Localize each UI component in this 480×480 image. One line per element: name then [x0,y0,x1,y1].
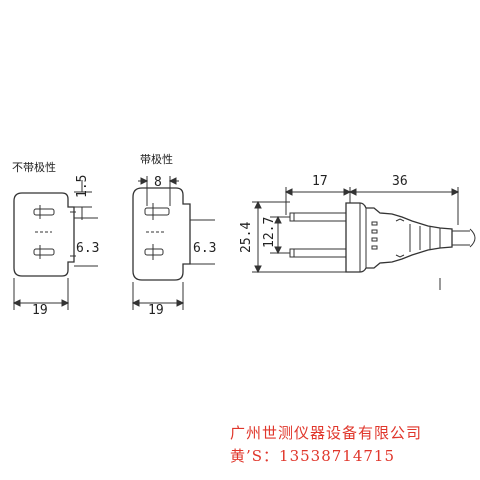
side-dim-25-4: 25.4 [239,222,254,253]
side-view [252,187,476,290]
mid-plug-dim-8: 8 [154,175,162,190]
side-dim-36: 36 [392,174,408,189]
left-plug-label: 不带极性 [12,160,56,174]
side-dim-17: 17 [312,174,328,189]
left-plug-dim-19: 19 [32,303,48,318]
left-plug-dim-1-5: 1.5 [75,175,90,198]
mid-plug-dim-6-3: 6.3 [193,241,216,256]
mid-plug-front-view [131,176,215,310]
mid-plug-dim-19: 19 [148,303,164,318]
watermark-company: 广州世测仪器设备有限公司 [230,424,423,442]
left-plug-front-view [12,180,98,310]
side-dim-12-7: 12.7 [262,217,277,248]
mid-plug-label: 带极性 [140,152,173,166]
watermark-phone: 黄’S：13538714715 [230,447,396,465]
left-plug-dim-6-3: 6.3 [76,241,99,256]
